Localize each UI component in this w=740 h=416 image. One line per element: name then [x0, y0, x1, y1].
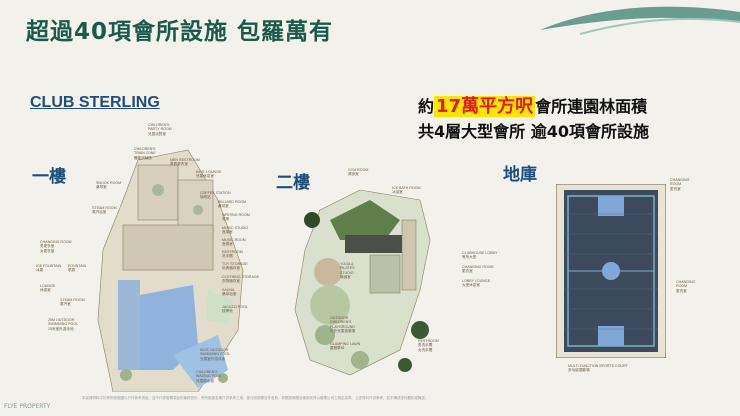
label-steam-room-2: STEAM ROOM 蒸汽室 [60, 298, 85, 307]
label-outdoor-pool: 25M OUTDOOR SWIMMING POOL 25米室外游泳池 [48, 318, 79, 331]
label-basement-changing-1: CHANGING ROOM 更衣室 [670, 178, 690, 191]
floor-label-ground: 一樓 [32, 167, 66, 187]
label-snook-room: SNOOK ROOM 桌球室 [96, 181, 122, 190]
label-coffee-station: COFFEE STATION 咖啡站 [200, 191, 231, 200]
headline-prefix: 約 [418, 97, 435, 116]
label-yoga-studio: YOGA & PILATES STUDIO 瑜伽室 [340, 262, 355, 280]
label-kids-lounge: KIDS' LOUNGE 兒童休息室 [196, 170, 222, 179]
label-jacuzzi: JACUZZI POOL 按摩池 [222, 305, 248, 314]
floor-label-first: 二樓 [276, 173, 310, 193]
floor-label-basement: 地庫 [503, 165, 537, 185]
company-logo: FLYE PROPERTY [4, 403, 51, 410]
label-clothing-storage: CLOTHING STORAGE 衣物儲存室 [222, 275, 260, 284]
first-floor-plan [294, 189, 431, 376]
label-sports-court: MULTI-FUNCTION SPORTS COURT 多功能運動場 [568, 364, 628, 373]
label-restroom-first: RESTROOM 男洗手間 女洗手間 [418, 339, 439, 352]
label-changing-room: CHANGING ROOM 男更衣室 女更衣室 [40, 240, 72, 253]
label-men-restroom: MEN RESTROOM 男賓更衣室 [170, 158, 200, 167]
label-lobby-lounge: LOBBY LOUNGE 大堂休息室 [462, 279, 491, 288]
label-sauna: SAUNA 桑拿浴室 [222, 288, 237, 297]
label-billiard-room: BILLIARD ROOM 桌球室 [218, 200, 247, 209]
label-childrens-party-room: CHILDREN'S PARTY ROOM 兒童派對室 [148, 123, 172, 136]
label-playground: OUTDOOR CHILDREN'S PLAYGROUND 戶外兒童遊樂場 [330, 316, 356, 334]
label-toy-storage: TOY STORAGE 玩具儲存室 [222, 262, 248, 271]
ground-floor-plan [97, 149, 244, 392]
club-name: CLUB STERLING [30, 94, 160, 111]
label-ice-bath: ICE BATH ROOM 冰浴室 [392, 186, 421, 195]
label-fountain: FOUNTAIN 噴泉 [68, 264, 87, 273]
label-basement-changing-2: CHANGING ROOM 更衣室 [676, 280, 696, 293]
label-clubhouse-lobby: CLUBHOUSE LOBBY 會所大堂 [462, 251, 498, 260]
label-music-room: MUSIC ROOM 音樂室 [222, 238, 246, 247]
disclaimer-footnote: 本宣傳資料中的會所設施圖片只作參考用途，並不代表發展項目的最終設計。會所設施名稱… [82, 396, 429, 400]
facilities-headline: 共4層大型會所 逾40項會所設施 [418, 122, 649, 141]
headline-suffix: 會所連園林面積 [535, 97, 648, 116]
label-wading-pool: CHILDREN'S WADING POOL 兒童嬉水池 [196, 370, 222, 383]
label-steam-room: STEAM ROOM 蒸汽浴室 [92, 206, 117, 215]
label-writing-room: WRITING ROOM 書房 [222, 213, 250, 222]
header-swoosh-decoration [540, 6, 740, 35]
label-gym-room: GYM ROOM 健身室 [348, 168, 369, 177]
label-changing-room-first: CHANGING ROOM 更衣室 [462, 265, 494, 274]
label-music-studio: MUSIC STUDIO 音樂室 [222, 226, 249, 235]
basement-plan [556, 184, 666, 358]
label-lounge: LOUNGE 休息室 [40, 284, 56, 293]
label-restroom: RESTROOM 洗手間 [222, 250, 243, 259]
label-kids-pool: KIDS' OUTDOOR SWIMMING POOL 兒童室外游泳池 [200, 348, 231, 361]
label-childrens-train-zone: CHILDREN'S TRAIN ZONE 體能訓練區 [134, 147, 156, 160]
label-glamping-lawn: GLAMPING LAWN 露營草坪 [330, 342, 361, 351]
label-ice-fountain: ICE FOUNTAIN 冰泉 [36, 264, 62, 273]
headline-highlight: 17萬平方呎 [434, 96, 536, 117]
page-title: 超過40項會所設施 包羅萬有 [26, 19, 334, 45]
